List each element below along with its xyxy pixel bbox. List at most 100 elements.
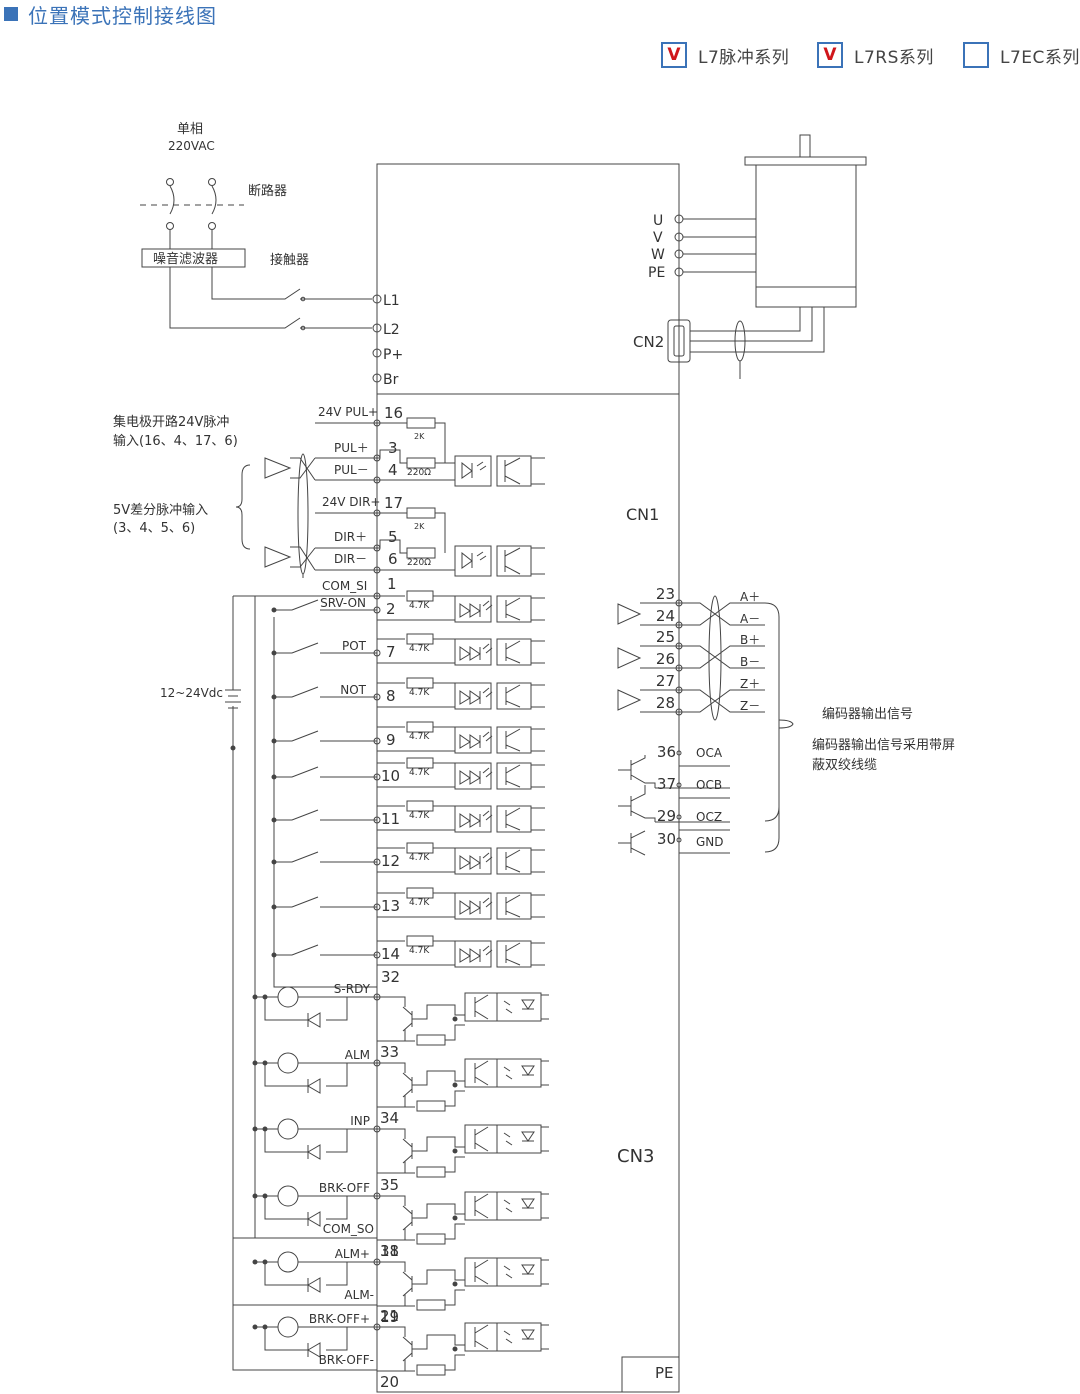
- pulse-row-name: DIR＋: [334, 530, 367, 544]
- line-driver-icon: [264, 546, 292, 568]
- encoder-signal-name: GND: [696, 835, 724, 849]
- encoder-diff-pin: 24 A－: [656, 607, 760, 629]
- pulse-row-pin: 16: [384, 404, 403, 422]
- input-name: NOT: [340, 683, 366, 697]
- legend-item-l7: V L7脉冲系列: [661, 40, 789, 70]
- pulse-row-name: PUL＋: [334, 441, 369, 455]
- diode-icon: [307, 1277, 321, 1293]
- input-pin: 13: [381, 897, 400, 915]
- resistor-label: 4.7K: [409, 768, 430, 778]
- phase-v: V: [653, 230, 663, 246]
- encoder-signal-name: Z＋: [740, 677, 760, 691]
- power-input-section: 单相 220VAC 断路器 噪音滤波器 接触器 L1 L2 P+ Br: [140, 122, 403, 388]
- output-name: BRK-OFF+: [309, 1312, 370, 1326]
- diode-icon: [307, 1211, 321, 1227]
- terminal-br: Br: [383, 372, 399, 388]
- optocoupler-icon: [454, 892, 492, 920]
- resistor-label: 4.7K: [409, 688, 430, 698]
- terminal-l1: L1: [383, 293, 400, 309]
- relay-coil-icon: [277, 1185, 299, 1207]
- encoder-pin: 24: [656, 607, 675, 625]
- pulse-row-pin: 4: [388, 461, 398, 479]
- transistor-icon: [402, 1138, 413, 1164]
- resistor-label: 4.7K: [409, 946, 430, 956]
- output-bottom-pin: 31: [380, 1242, 399, 1260]
- encoder-pin: 36: [657, 743, 676, 761]
- resistor-label: 4.7K: [409, 732, 430, 742]
- output-bottom-name: BRK-OFF-: [319, 1353, 374, 1367]
- supply-label: 12~24Vdc: [160, 686, 223, 700]
- input-pin: 2: [386, 600, 396, 618]
- noise-filter-box: [141, 248, 246, 268]
- output-name: S-RDY: [334, 982, 371, 996]
- note-collector: 集电极开路24V脉冲: [113, 414, 229, 430]
- note-collector-2: 输入(16、4、17、6): [113, 433, 238, 449]
- transistor-icon: [402, 1336, 413, 1362]
- output-pin: 18: [380, 1242, 399, 1260]
- encoder-signal-name: A＋: [740, 590, 760, 604]
- encoder-signal-name: OCA: [696, 746, 723, 760]
- legend-item-l7ec: L7EC系列: [963, 40, 1080, 70]
- output-pin: 21: [380, 1307, 399, 1325]
- transistor-icon: [402, 1205, 413, 1231]
- input-pin: 10: [381, 767, 400, 785]
- output-name: BRK-OFF: [319, 1181, 370, 1195]
- page-title: 位置模式控制接线图: [28, 3, 217, 28]
- optocoupler-icon: [464, 1191, 498, 1221]
- encoder-signal-name: A－: [740, 612, 760, 626]
- transistor-icon: [402, 1271, 413, 1297]
- pe-label: PE: [655, 1364, 674, 1382]
- encoder-output-section: 编码器输出信号 编码器输出信号采用带屏 蔽双绞线缆: [617, 595, 955, 856]
- encoder-signal-name: OCZ: [696, 810, 722, 824]
- output-bottom-name: COM_SO: [323, 1222, 374, 1236]
- optocoupler-icon: [454, 682, 492, 710]
- pulse-row-name: 24V DIR+: [322, 495, 380, 509]
- legend-label: L7EC系列: [1000, 47, 1080, 68]
- pulse-row-pin: 6: [388, 550, 398, 568]
- output-name: ALM+: [335, 1247, 370, 1261]
- optocoupler-icon: [464, 1124, 498, 1154]
- transistor-icon: [402, 1006, 413, 1032]
- checkbox-icon: V: [661, 42, 687, 68]
- encoder-note-1: 编码器输出信号: [822, 706, 913, 722]
- legend-label: L7RS系列: [854, 47, 934, 68]
- checkbox-icon: [963, 42, 989, 68]
- pulse-row-name: PUL－: [334, 463, 369, 477]
- pulse-input-section: 集电极开路24V脉冲 输入(16、4、17、6) 5V差分脉冲输入 (3、4、5…: [113, 404, 545, 578]
- output-row: S-RDY 33: [252, 982, 549, 1061]
- pulse-row-pin: 17: [384, 494, 403, 512]
- breaker-label: 断路器: [248, 183, 287, 199]
- encoder-note-3: 蔽双绞线缆: [812, 757, 877, 773]
- line-receiver-icon: [617, 689, 642, 711]
- relay-coil-icon: [277, 1118, 299, 1140]
- contactor-label: 接触器: [270, 252, 309, 268]
- note-diff-2: (3、4、5、6): [113, 521, 195, 536]
- diode-icon: [307, 1012, 321, 1028]
- diode-icon: [307, 1144, 321, 1160]
- optocoupler-icon: [454, 726, 492, 754]
- drive-body: [376, 163, 680, 1393]
- encoder-signal-name: B－: [740, 655, 760, 669]
- optocoupler-icon: [454, 638, 492, 666]
- diode-icon: [307, 1342, 321, 1358]
- relay-coil-icon: [277, 1052, 299, 1074]
- optocoupler-icon: [454, 847, 492, 875]
- line-receiver-icon: [617, 647, 642, 669]
- phase-u: U: [653, 213, 663, 229]
- cn2-label: CN2: [633, 333, 664, 351]
- terminal-l2: L2: [383, 322, 400, 338]
- output-bottom-pin: 33: [380, 1043, 399, 1061]
- output-row: INP: [252, 1114, 549, 1178]
- motor-body: [755, 164, 857, 308]
- pulse-row-name: DIR－: [334, 552, 367, 566]
